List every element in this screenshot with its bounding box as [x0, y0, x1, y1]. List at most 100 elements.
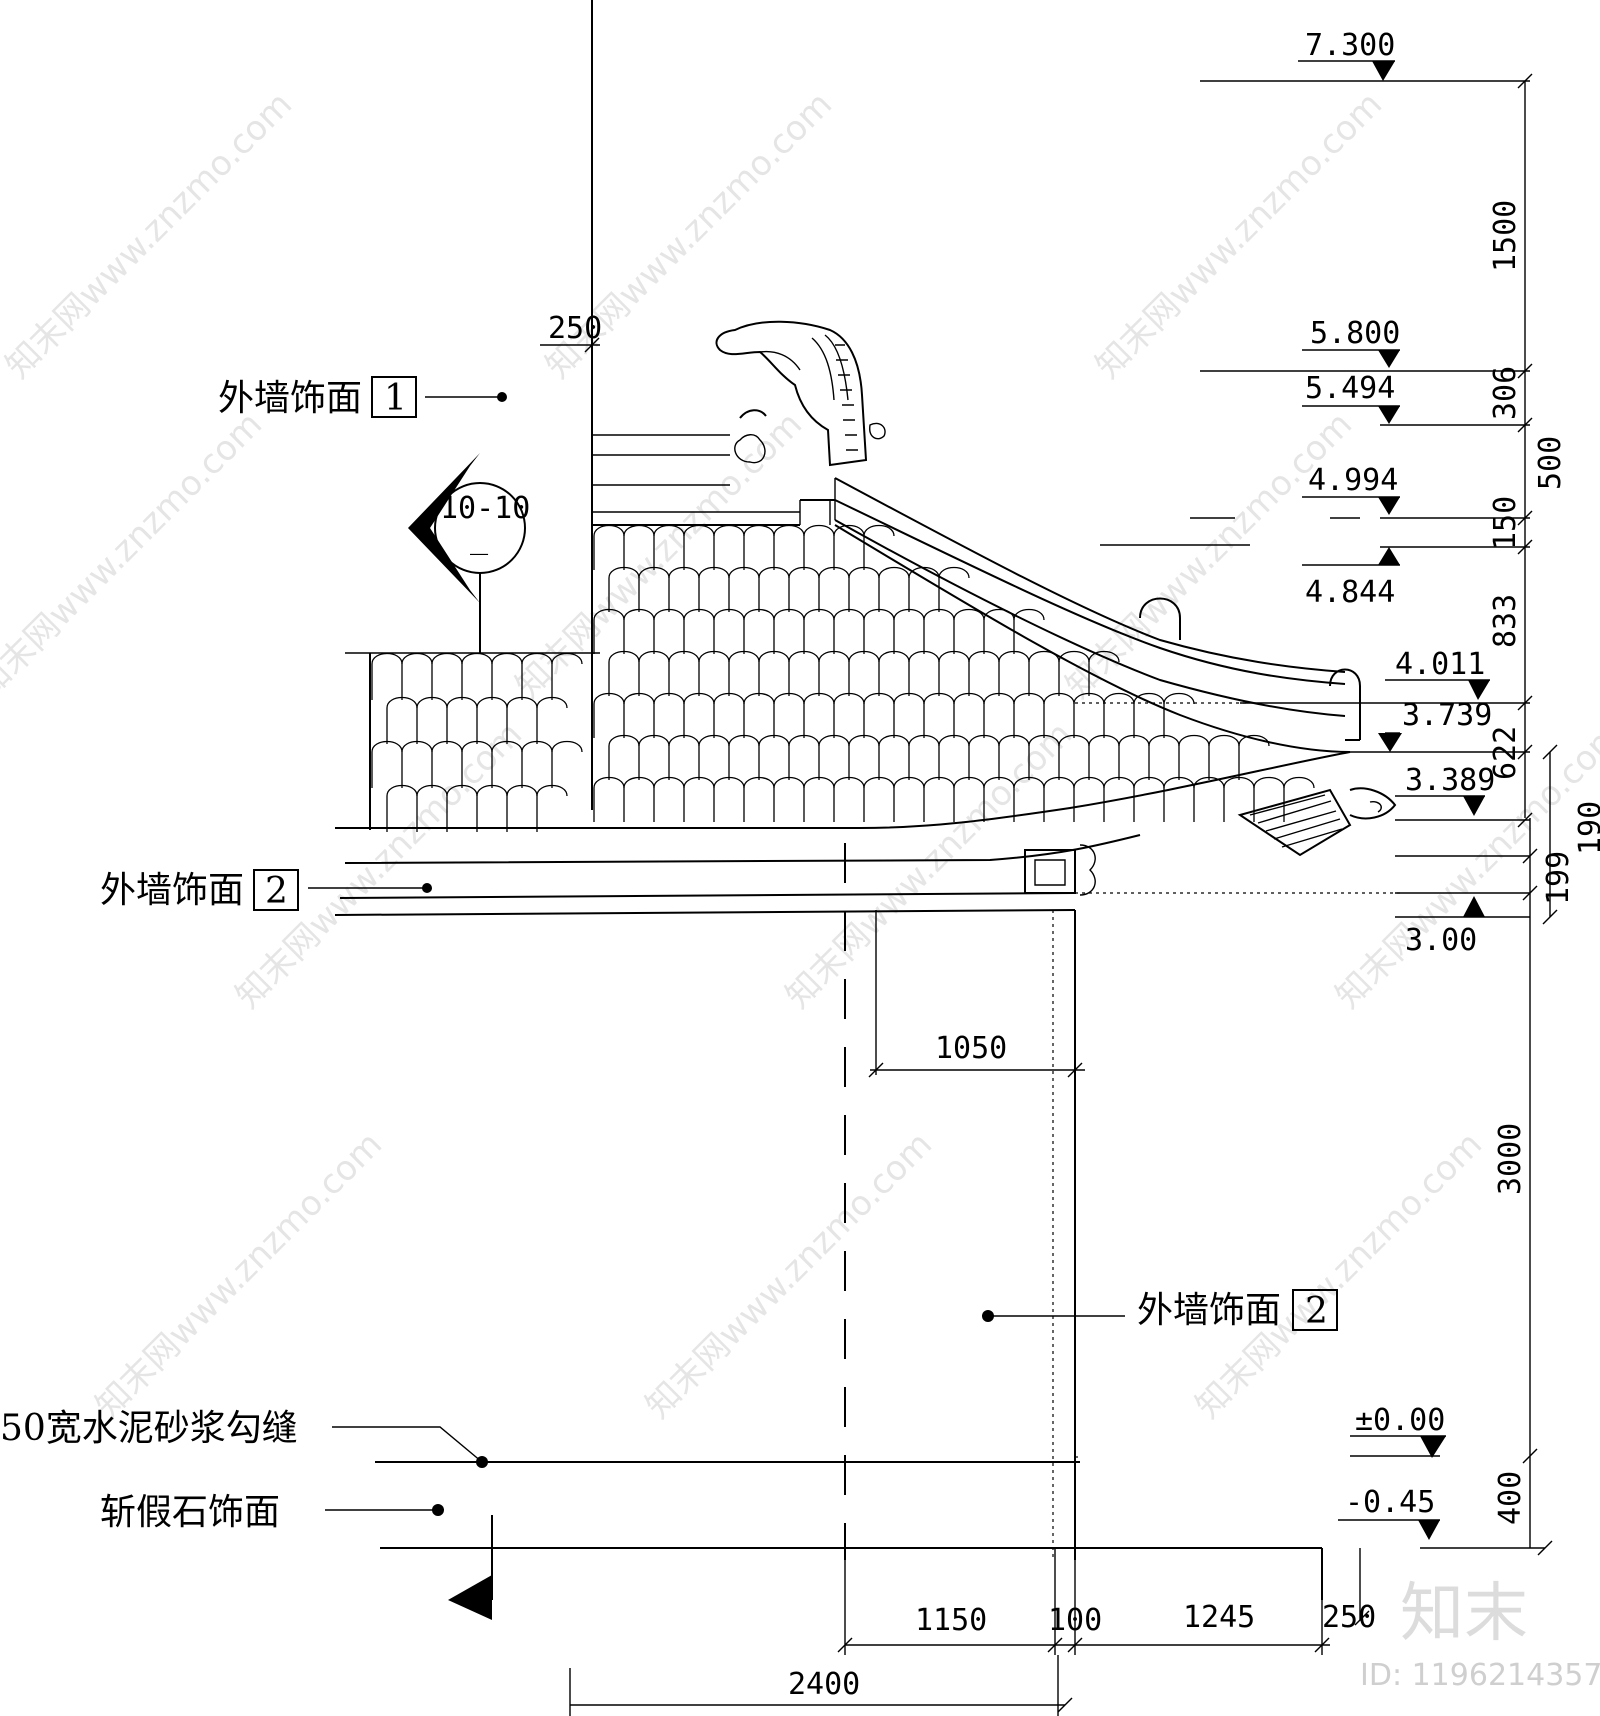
dim-622: 622: [1488, 726, 1523, 780]
roof-tile: [773, 524, 805, 570]
elev-4994: 4.994: [1308, 463, 1398, 498]
roof-tile: [743, 776, 775, 822]
label-wall-finish-1: 外墙饰面: [218, 378, 362, 419]
watermark: 知末网www.znzmo.com: [88, 1124, 390, 1426]
dim-150: 150: [1488, 496, 1523, 550]
roof-tile: [1058, 650, 1090, 696]
roof-ridge: [834, 477, 1361, 741]
roof-tile: [833, 776, 865, 822]
roof-tile: [863, 524, 895, 570]
roof-tile: [893, 776, 925, 822]
roof-tile: [953, 608, 985, 654]
roof-tile: [653, 524, 685, 570]
roof-tile: [983, 608, 1015, 654]
id-text: ID: 1196214357: [1360, 1658, 1600, 1693]
label-wall-finish-2-right: 外墙饰面: [1137, 1290, 1281, 1331]
roof-tile: [773, 608, 805, 654]
roof-tile: [1163, 692, 1195, 738]
elev-minus045: -0.45: [1345, 1485, 1435, 1520]
roof-tile: [401, 652, 433, 700]
roof-tile: [683, 776, 715, 822]
dragon-ornament: [715, 320, 886, 525]
roof-tile: [698, 566, 730, 612]
roof-tile: [1073, 692, 1105, 738]
watermark: 知末网www.znzmo.com: [1058, 404, 1360, 706]
roof-tile: [653, 776, 685, 822]
roof-tile: [536, 784, 568, 832]
roof-tile: [416, 784, 448, 832]
roof-tile: [491, 740, 523, 788]
elev-4844: 4.844: [1305, 575, 1395, 610]
roof-tile: [878, 650, 910, 696]
roof-tile: [953, 776, 985, 822]
roof-tile: [608, 734, 640, 780]
roof-tile: [968, 734, 1000, 780]
tag-1: 1: [384, 378, 407, 419]
roof-tile: [638, 734, 670, 780]
roof-tile: [713, 524, 745, 570]
roof-tile: [1103, 776, 1135, 822]
roof-tile: [923, 776, 955, 822]
roof-tile: [908, 650, 940, 696]
roof-tile: [593, 524, 625, 570]
roof-tile: [878, 734, 910, 780]
elev-3389: 3.389: [1405, 763, 1495, 798]
dim-2400: 2400: [788, 1667, 860, 1702]
dim-199: 199: [1541, 851, 1576, 905]
roof-tile: [623, 692, 655, 738]
roof-tile: [818, 566, 850, 612]
roof-tile: [848, 734, 880, 780]
dim-100: 100: [1048, 1603, 1102, 1638]
roof-tile: [938, 734, 970, 780]
roof-tile: [833, 524, 865, 570]
roof-tile: [431, 740, 463, 788]
roof-tile: [1163, 776, 1195, 822]
roof-tile: [638, 566, 670, 612]
roof-tile: [728, 734, 760, 780]
roof-tile: [1013, 692, 1045, 738]
roof-tile: [863, 776, 895, 822]
roof-tile: [893, 692, 925, 738]
roof-tile: [1238, 734, 1270, 780]
roof-tile: [1088, 734, 1120, 780]
dim-1245: 1245: [1183, 1600, 1255, 1635]
roof-tile: [833, 608, 865, 654]
roof-tile: [446, 784, 478, 832]
roof-tile: [788, 650, 820, 696]
vertical-dimensions: 1500 306 500 150 833 622 190 199 3000 40…: [1488, 73, 1600, 1556]
roof-tile: [1028, 650, 1060, 696]
roof-tile: [608, 650, 640, 696]
roof-tile: [1043, 692, 1075, 738]
roof-tile: [713, 692, 745, 738]
roof-tile: [623, 608, 655, 654]
roof-tile: [938, 650, 970, 696]
label-joint: 50宽水泥砂浆勾缝: [0, 1408, 298, 1449]
watermark: 知末网www.znzmo.com: [0, 84, 300, 386]
roof-tile: [788, 734, 820, 780]
roof-tile: [803, 776, 835, 822]
callouts: 外墙饰面 1 外墙饰面 2 外墙饰面 2 50宽水泥砂浆勾缝 斩假石饰面: [0, 376, 1338, 1620]
elev-7300: 7.300: [1305, 28, 1395, 63]
roof-tile: [506, 696, 538, 744]
roof-tile: [713, 608, 745, 654]
roof-tile: [728, 566, 760, 612]
dim-190: 190: [1573, 801, 1600, 855]
watermark-layer: 知末网www.znzmo.com 知末网www.znzmo.com 知末网www…: [0, 84, 1600, 1426]
horizontal-dimensions: 250 1050 1150 100 1245 250 2400: [540, 311, 1376, 1716]
roof-tile: [713, 776, 745, 822]
roof-tile: [461, 652, 493, 700]
roof-tile: [521, 740, 553, 788]
roof-tile: [1103, 692, 1135, 738]
roof-tile: [863, 608, 895, 654]
roof-tile: [623, 524, 655, 570]
column-lines: [844, 702, 1400, 1560]
dim-top-250: 250: [548, 311, 602, 346]
roof-tile: [1133, 692, 1165, 738]
roof-tile: [758, 734, 790, 780]
roof-tile: [953, 692, 985, 738]
roof-tile: [773, 776, 805, 822]
roof-tile: [668, 566, 700, 612]
roof-tile: [1148, 734, 1180, 780]
roof-tile: [818, 734, 850, 780]
elev-000: ±0.00: [1355, 1403, 1445, 1438]
